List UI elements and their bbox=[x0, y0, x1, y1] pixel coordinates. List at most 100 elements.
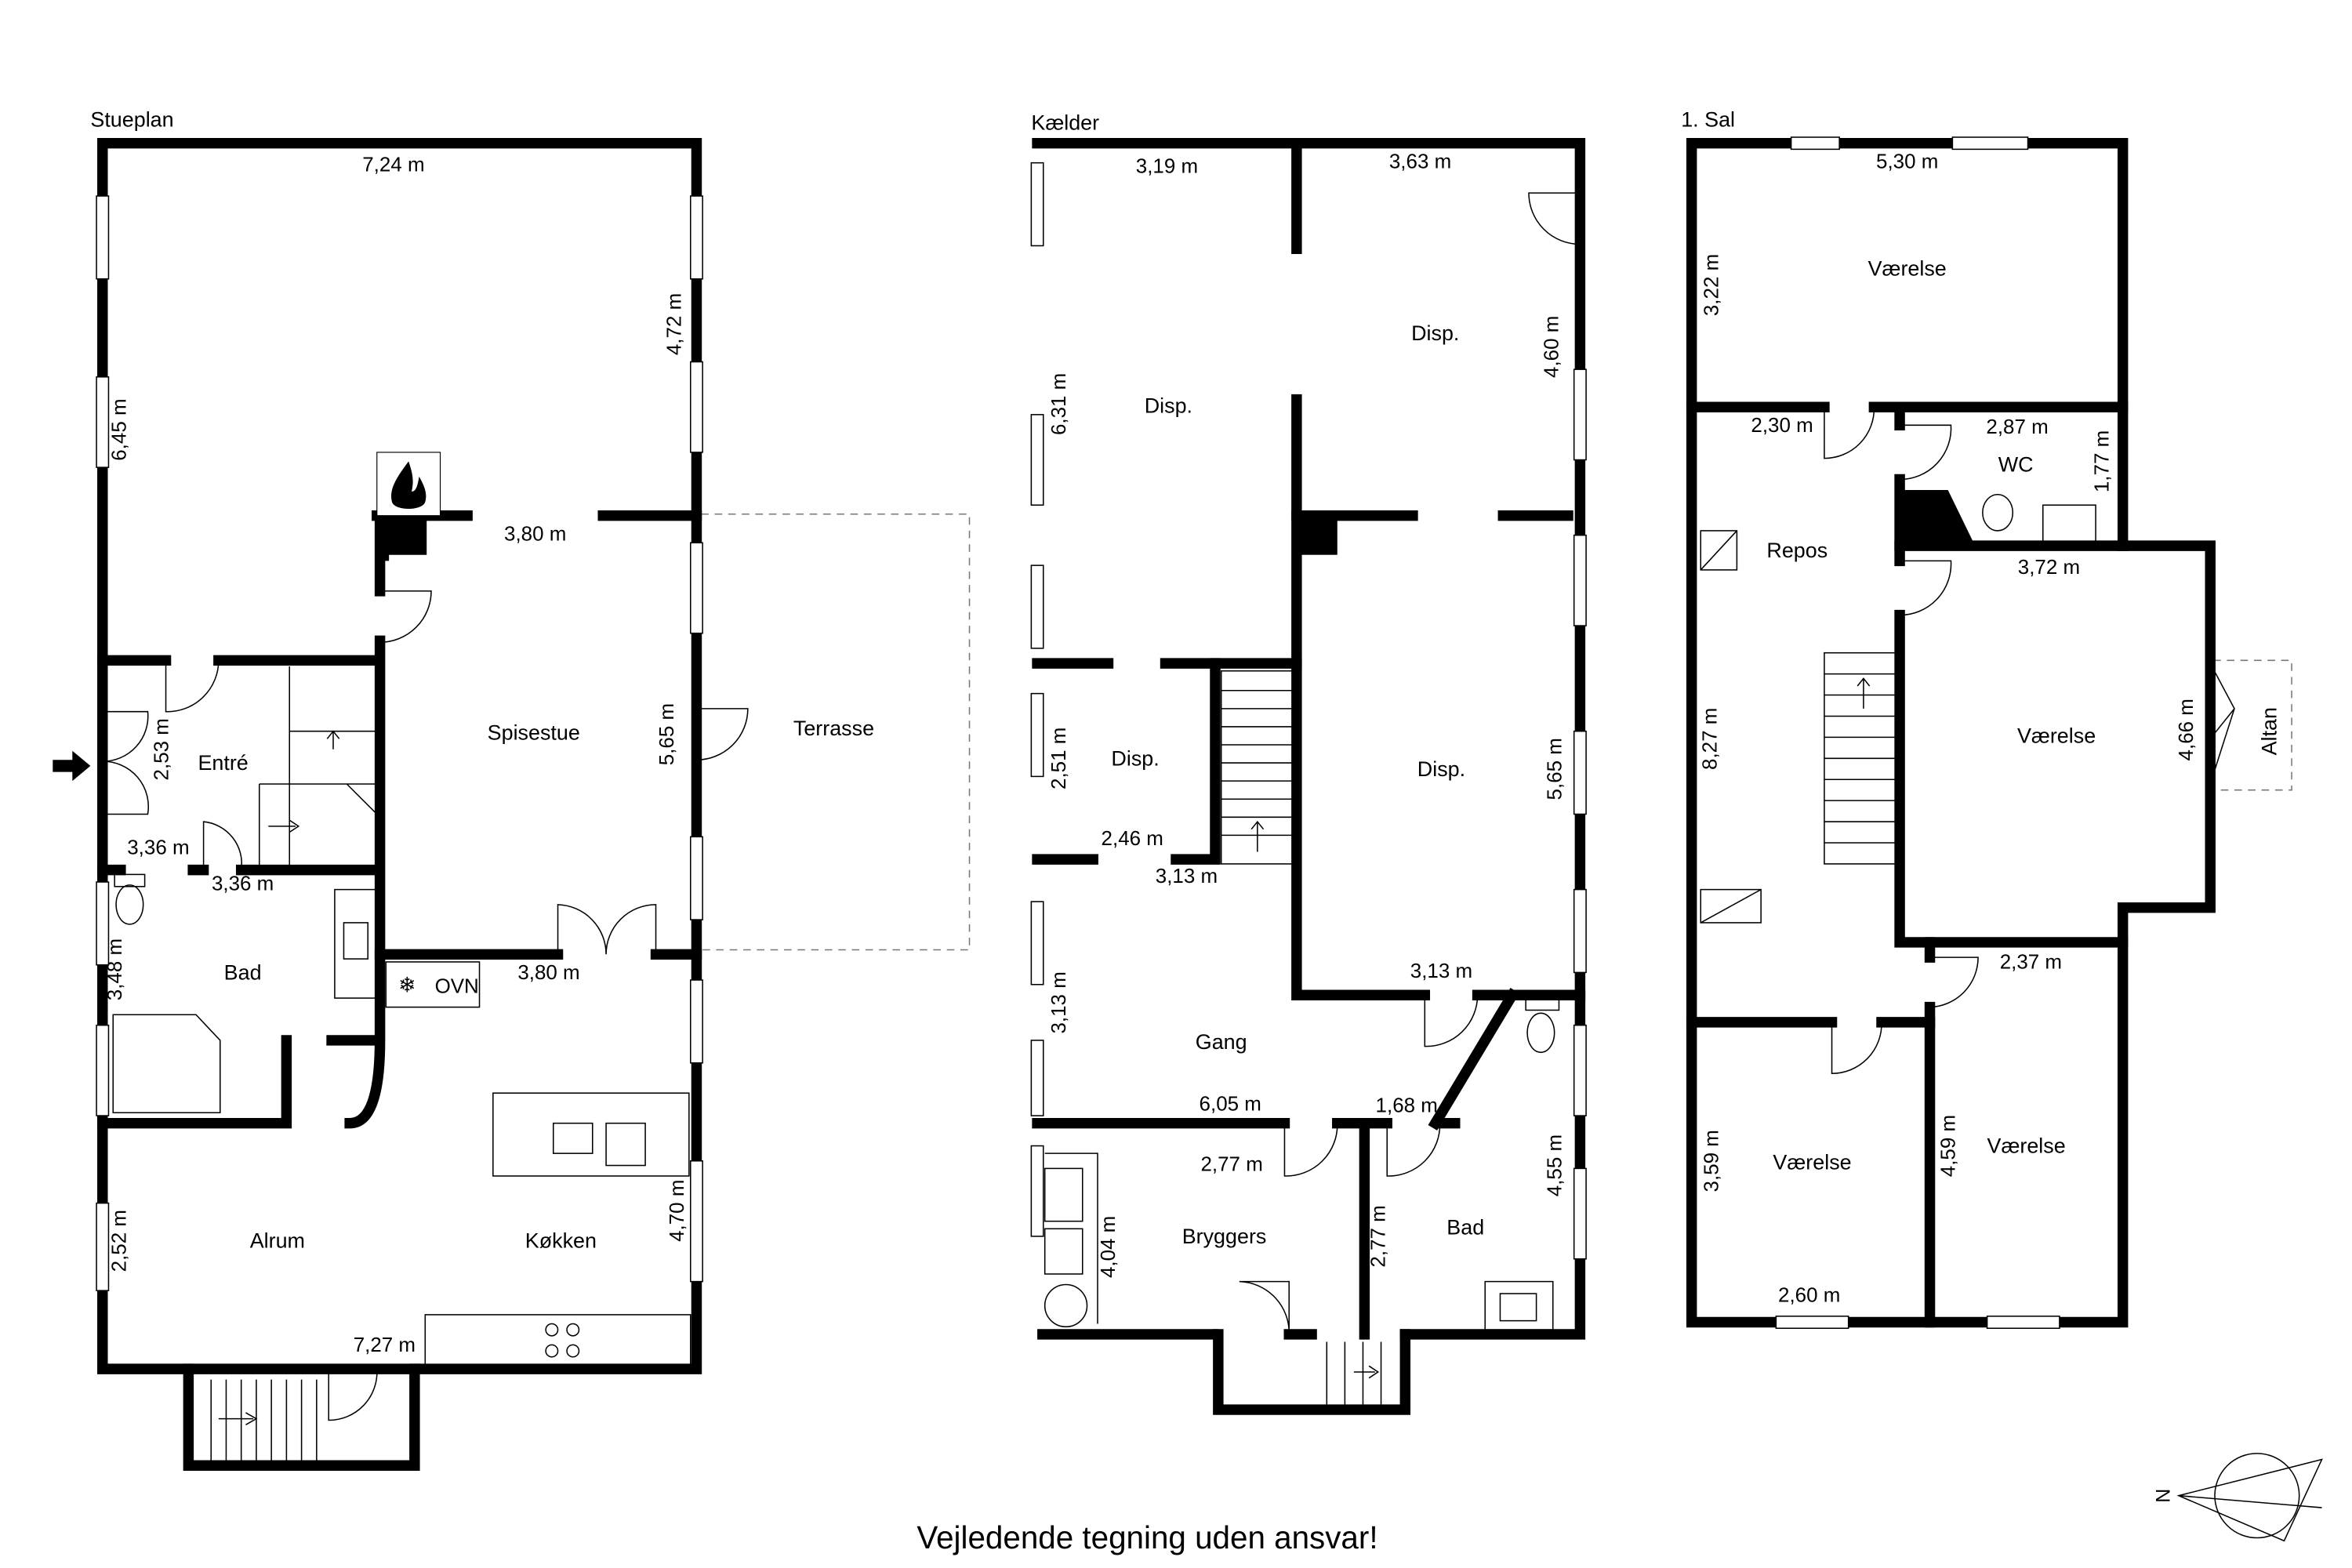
plan-title: Stueplan bbox=[90, 108, 173, 132]
snowflake-icon: ❄ bbox=[398, 973, 416, 996]
dimension-label: 7,24 m bbox=[362, 152, 424, 176]
room-label: Disp. bbox=[1411, 321, 1459, 345]
room-label: Bryggers bbox=[1182, 1225, 1267, 1248]
room-label: Værelse bbox=[2017, 724, 2096, 747]
dimension-label: 3,36 m bbox=[212, 872, 274, 895]
dimension-label: 2,51 m bbox=[1047, 728, 1070, 789]
dimension-label: 3,80 m bbox=[517, 960, 579, 984]
dimension-label: 6,45 m bbox=[107, 398, 131, 460]
dimension-label: 3,13 m bbox=[1047, 971, 1070, 1033]
room-label: Disp. bbox=[1111, 746, 1159, 770]
room-label: Alrum bbox=[250, 1229, 305, 1253]
dimension-label: 2,53 m bbox=[150, 718, 173, 780]
dimension-label: 7,27 m bbox=[354, 1333, 416, 1356]
compass-icon: N bbox=[2152, 1453, 2323, 1542]
plan-kaelder: Kælder Dis bbox=[1030, 111, 1587, 1415]
dimension-label: 4,55 m bbox=[1542, 1134, 1566, 1196]
stairs bbox=[1700, 530, 1898, 924]
plan-stueplan: Stueplan O bbox=[53, 108, 971, 1471]
dimension-labels: 7,24 m 6,45 m 4,72 m 3,80 m 5,65 m 2,53 … bbox=[103, 152, 688, 1356]
plan-title: Kælder bbox=[1031, 111, 1099, 134]
dimension-label: 3,19 m bbox=[1136, 154, 1198, 177]
dimension-label: 3,72 m bbox=[2018, 555, 2080, 579]
dimension-label: 3,22 m bbox=[1699, 254, 1722, 316]
windows bbox=[96, 195, 703, 1291]
room-label: Altan bbox=[2257, 707, 2281, 755]
room-label: Spisestue bbox=[488, 721, 580, 745]
dimension-label: 4,04 m bbox=[1096, 1216, 1120, 1278]
room-labels: Disp. Disp. Disp. Disp. Gang Bryggers Ba… bbox=[1111, 321, 1484, 1248]
room-label: Terrasse bbox=[793, 717, 874, 740]
dimension-labels: 3,19 m 3,63 m 6,31 m 4,60 m 2,51 m 2,46 … bbox=[1047, 150, 1566, 1279]
entrance-arrow-icon bbox=[53, 750, 91, 782]
dimension-label: 5,65 m bbox=[655, 703, 678, 765]
plan-title: 1. Sal bbox=[1681, 108, 1735, 132]
dimension-labels: 5,30 m 3,22 m 2,30 m 2,87 m 1,77 m 3,72 … bbox=[1698, 150, 2198, 1307]
altan-outline bbox=[2212, 659, 2292, 791]
dimension-label: 4,72 m bbox=[662, 293, 685, 355]
dimension-label: 6,31 m bbox=[1047, 373, 1070, 435]
room-label: Værelse bbox=[1868, 256, 1947, 280]
room-label: Disp. bbox=[1145, 394, 1192, 417]
dimension-label: 2,77 m bbox=[1200, 1152, 1262, 1175]
dimension-label: 3,59 m bbox=[1699, 1130, 1722, 1192]
fireplace bbox=[376, 452, 441, 561]
fixtures: OVN ❄ bbox=[112, 873, 691, 1367]
room-label: Bad bbox=[224, 960, 262, 984]
room-label: Gang bbox=[1196, 1030, 1247, 1054]
dimension-label: 5,30 m bbox=[1876, 150, 1938, 173]
room-label: Værelse bbox=[1773, 1151, 1851, 1174]
room-label: Bad bbox=[1446, 1215, 1484, 1239]
fixtures bbox=[1044, 997, 1560, 1330]
stairs bbox=[1220, 670, 1382, 1406]
compass-north-label: N bbox=[2152, 1489, 2174, 1503]
room-label: WC bbox=[1998, 452, 2034, 476]
fire-icon bbox=[391, 461, 426, 510]
doors bbox=[1824, 407, 2235, 1075]
dimension-label: 2,46 m bbox=[1102, 826, 1163, 850]
dimension-label: 2,37 m bbox=[2000, 950, 2062, 974]
dimension-label: 3,13 m bbox=[1156, 864, 1218, 887]
dimension-label: 3,13 m bbox=[1410, 959, 1472, 982]
walls bbox=[1032, 137, 1586, 1415]
room-label: Køkken bbox=[525, 1229, 597, 1253]
dimension-label: 5,65 m bbox=[1542, 738, 1566, 800]
disclaimer-footer: Vejledende tegning uden ansvar! bbox=[916, 1519, 1377, 1555]
dimension-label: 4,66 m bbox=[2174, 699, 2198, 760]
room-label: Repos bbox=[1766, 539, 1828, 562]
dimension-label: 3,48 m bbox=[103, 938, 126, 1000]
dimension-label: 4,59 m bbox=[1936, 1115, 1959, 1177]
dimension-label: 3,63 m bbox=[1389, 150, 1451, 173]
dimension-label: 2,60 m bbox=[1778, 1283, 1840, 1307]
dimension-label: 2,30 m bbox=[1751, 413, 1813, 437]
windows bbox=[1775, 136, 2060, 1330]
chimney bbox=[1900, 490, 1976, 546]
dimension-label: 2,77 m bbox=[1366, 1205, 1389, 1267]
dimension-label: 4,60 m bbox=[1540, 316, 1563, 378]
chimney bbox=[1296, 515, 1338, 555]
oven-label: OVN bbox=[435, 974, 479, 997]
dimension-label: 8,27 m bbox=[1698, 708, 1722, 770]
dimension-label: 6,05 m bbox=[1200, 1091, 1261, 1115]
dimension-label: 2,87 m bbox=[1986, 415, 2048, 438]
dimension-label: 1,68 m bbox=[1376, 1093, 1438, 1116]
doors bbox=[102, 590, 749, 1421]
room-labels: Entré Spisestue Terrasse Bad Alrum Køkke… bbox=[198, 717, 874, 1253]
dimension-label: 4,70 m bbox=[665, 1180, 688, 1242]
room-label: Disp. bbox=[1417, 757, 1465, 781]
plan-1-sal: 1. Sal Værelse WC Repos Værelse Altan bbox=[1681, 108, 2292, 1330]
windows bbox=[1030, 162, 1587, 1260]
fixtures bbox=[1982, 494, 2096, 544]
walls bbox=[97, 137, 702, 1471]
room-labels: Værelse WC Repos Værelse Altan Værelse V… bbox=[1766, 256, 2281, 1174]
room-label: Entré bbox=[198, 751, 248, 775]
dimension-label: 2,52 m bbox=[107, 1210, 131, 1272]
dimension-label: 1,77 m bbox=[2090, 430, 2114, 492]
dimension-label: 3,80 m bbox=[504, 522, 566, 546]
room-label: Værelse bbox=[1987, 1134, 2066, 1158]
stairs bbox=[210, 666, 378, 1463]
dimension-label: 3,36 m bbox=[127, 836, 189, 859]
doors bbox=[1239, 192, 1581, 1334]
